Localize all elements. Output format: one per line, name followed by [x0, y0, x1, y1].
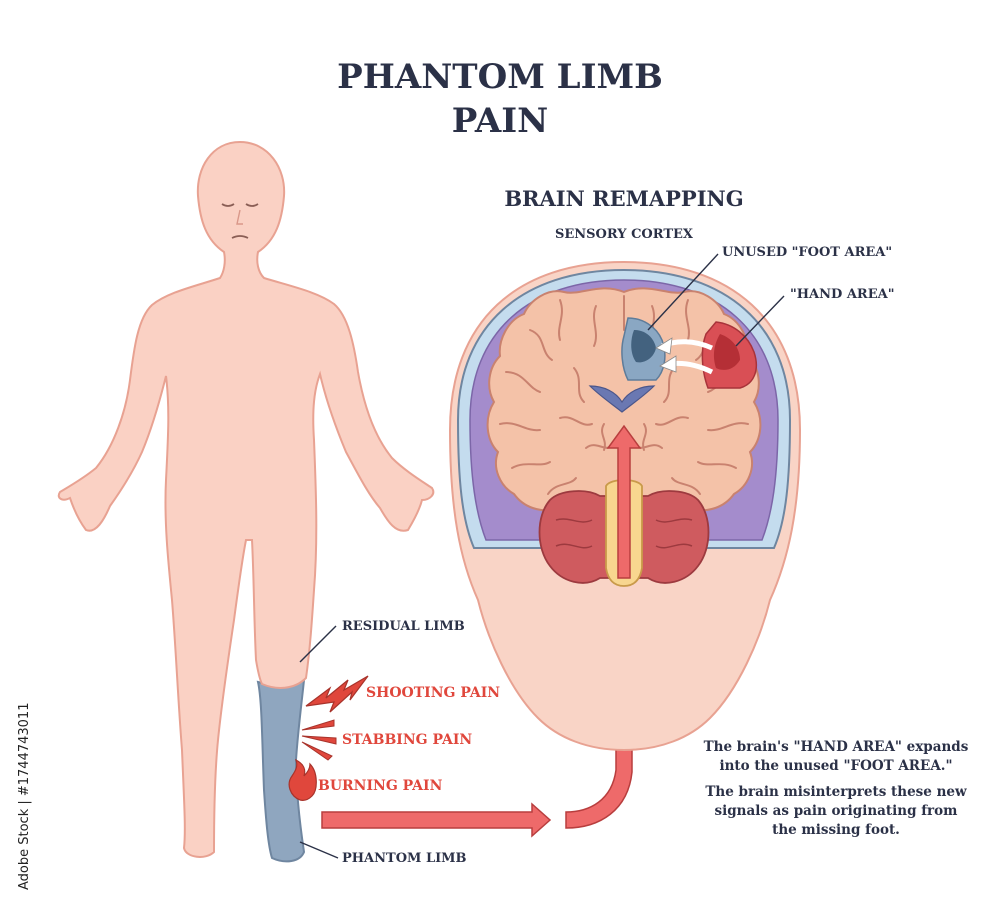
stock-watermark: Adobe Stock | #1744743011 [17, 703, 32, 890]
left-eye [221, 203, 235, 207]
explanation-p1-line1: The brain's "HAND AREA" expands [704, 739, 969, 755]
lateral-ventricles [588, 385, 656, 413]
hand-area-core [713, 334, 740, 370]
sensory-cortex-label: SENSORY CORTEX [555, 227, 694, 242]
mouth [231, 235, 249, 239]
phantom-limb-leader [299, 841, 339, 859]
explanation-p2-line1: The brain misinterprets these new [705, 784, 967, 800]
stabbing-pain-label: STABBING PAIN [342, 732, 472, 748]
brain-remapping-heading: BRAIN REMAPPING [504, 186, 743, 211]
foot-area-leader [647, 253, 719, 331]
shooting-pain-label: SHOOTING PAIN [366, 685, 500, 701]
burning-pain-label: BURNING PAIN [318, 778, 443, 794]
residual-limb-leader [299, 625, 337, 663]
foot-area-core [631, 330, 656, 363]
brain-signal-arrow [606, 424, 642, 579]
shooting-pain-icon [305, 675, 369, 713]
burning-pain-icon [288, 758, 317, 801]
foot-area-label: UNUSED "FOOT AREA" [722, 245, 892, 260]
residual-limb-label: RESIDUAL LIMB [342, 619, 465, 634]
title-line-2: PAIN [452, 101, 548, 141]
human-body-figure [57, 140, 435, 863]
brain-head-cross-section [448, 260, 802, 752]
explanation-p2-line2: signals as pain originating from [715, 803, 958, 819]
remap-arrow-lower-head [659, 355, 677, 373]
explanation-block: The brain's "HAND AREA" expands into the… [704, 739, 969, 838]
right-eye [245, 203, 259, 207]
cerebellum-folds [555, 518, 693, 549]
hand-area-leader [735, 295, 785, 347]
phantom-limb-label: PHANTOM LIMB [342, 851, 467, 866]
title-line-1: PHANTOM LIMB [337, 57, 663, 97]
explanation-p1-line2: into the unused "FOOT AREA." [719, 758, 952, 774]
body-silhouette [57, 140, 435, 858]
nose [236, 209, 243, 225]
explanation-p2-line3: the missing foot. [772, 822, 900, 838]
signal-arrow-horizontal [321, 802, 552, 838]
hand-area-label: "HAND AREA" [790, 287, 894, 302]
remap-arrow-upper-head [655, 337, 673, 355]
stabbing-pain-icon [301, 719, 337, 761]
